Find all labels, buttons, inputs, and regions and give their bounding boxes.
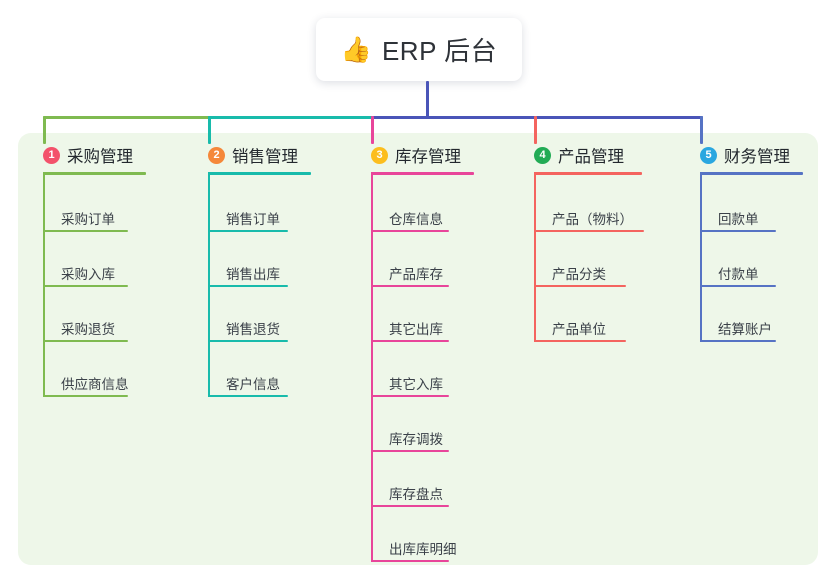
leaf-underline [371, 340, 449, 342]
thumbs-up-icon: 👍 [340, 35, 372, 64]
leaf-item-label: 采购订单 [61, 212, 115, 227]
leaf-item-label: 采购入库 [61, 267, 115, 282]
column-spine [208, 172, 210, 397]
leaf-underline [700, 285, 776, 287]
leaf-item-label: 库存调拨 [389, 432, 443, 447]
column-header-3[interactable]: 3 库存管理 [371, 142, 461, 168]
column-header-1[interactable]: 1 采购管理 [43, 142, 133, 168]
leaf-underline [43, 230, 128, 232]
leaf-item-label: 其它出库 [389, 322, 443, 337]
leaf-underline [534, 230, 644, 232]
column-spine [700, 172, 702, 342]
leaf-item-label: 产品库存 [389, 267, 443, 282]
leaf-item-label: 销售订单 [226, 212, 280, 227]
column-drop-line [700, 116, 703, 144]
column-drop-line [208, 116, 211, 144]
leaf-item-label: 其它入库 [389, 377, 443, 392]
column-drop-line [371, 116, 374, 144]
column-title: 采购管理 [67, 148, 133, 166]
number-badge-icon: 3 [371, 146, 388, 164]
leaf-item-label: 回款单 [718, 212, 759, 227]
leaf-item-label: 结算账户 [718, 322, 772, 337]
leaf-item-label: 销售退货 [226, 322, 280, 337]
leaf-underline [371, 450, 449, 452]
column-header-5[interactable]: 5 财务管理 [700, 142, 790, 168]
number-badge-icon: 5 [700, 146, 717, 164]
leaf-underline [700, 340, 776, 342]
column-title: 产品管理 [558, 148, 624, 166]
column-title: 销售管理 [232, 148, 298, 166]
column-title: 财务管理 [724, 148, 790, 166]
leaf-item-label: 库存盘点 [389, 487, 443, 502]
column-title: 库存管理 [395, 148, 461, 166]
leaf-underline [43, 285, 128, 287]
page-title: ERP 后台 [381, 36, 498, 66]
column-drop-line [43, 116, 46, 144]
leaf-underline [371, 505, 449, 507]
leaf-underline [208, 395, 288, 397]
column-spine [534, 172, 536, 342]
leaf-underline [208, 285, 288, 287]
column-underline [371, 172, 474, 175]
leaf-underline [371, 395, 449, 397]
diagram-panel [18, 133, 818, 565]
column-spine [43, 172, 45, 397]
leaf-item-label: 销售出库 [226, 267, 280, 282]
number-badge-icon: 1 [43, 146, 60, 164]
leaf-underline [534, 340, 626, 342]
connector-bar-segment [371, 116, 703, 119]
number-badge-icon: 4 [534, 146, 551, 164]
leaf-underline [371, 285, 449, 287]
leaf-underline [534, 285, 626, 287]
leaf-item-label: 产品单位 [552, 322, 606, 337]
leaf-underline [700, 230, 776, 232]
leaf-underline [208, 230, 288, 232]
leaf-item-label: 产品（物料） [552, 212, 633, 227]
root-drop-line [426, 81, 429, 119]
leaf-item-label: 仓库信息 [389, 212, 443, 227]
leaf-item-label: 出库库明细 [389, 542, 457, 557]
leaf-underline [43, 395, 128, 397]
leaf-underline [371, 560, 449, 562]
column-underline [208, 172, 311, 175]
leaf-item-label: 采购退货 [61, 322, 115, 337]
leaf-underline [43, 340, 128, 342]
column-underline [700, 172, 803, 175]
number-badge-icon: 2 [208, 146, 225, 164]
leaf-underline [208, 340, 288, 342]
leaf-item-label: 客户信息 [226, 377, 280, 392]
column-header-4[interactable]: 4 产品管理 [534, 142, 624, 168]
leaf-item-label: 付款单 [718, 267, 759, 282]
column-drop-line [534, 116, 537, 144]
column-underline [43, 172, 146, 175]
connector-bar-segment [43, 116, 210, 119]
leaf-underline [371, 230, 449, 232]
connector-bar-segment [208, 116, 373, 119]
column-spine [371, 172, 373, 562]
leaf-item-label: 产品分类 [552, 267, 606, 282]
column-header-2[interactable]: 2 销售管理 [208, 142, 298, 168]
column-underline [534, 172, 642, 175]
leaf-item-label: 供应商信息 [61, 377, 129, 392]
root-node-card[interactable]: 👍 ERP 后台 [316, 18, 522, 81]
